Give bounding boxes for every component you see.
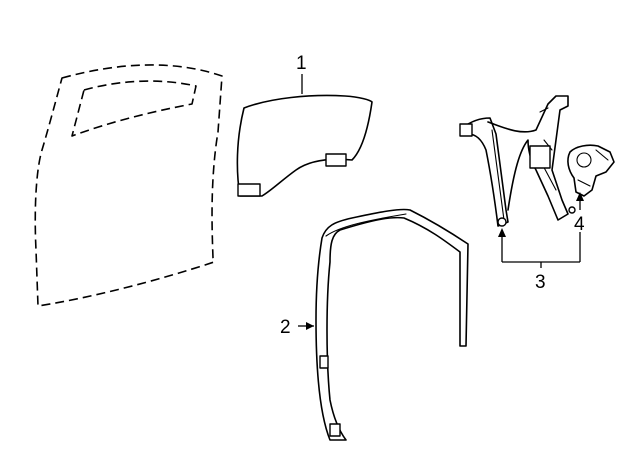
callout-4[interactable]: 4	[574, 214, 585, 235]
window-regulator-part[interactable]	[459, 95, 576, 227]
door-shell-outline	[34, 64, 223, 307]
callout-3-leaders	[498, 228, 581, 268]
window-motor-part[interactable]	[567, 144, 615, 197]
callout-1[interactable]: 1	[296, 53, 307, 74]
callout-2[interactable]: 2	[280, 317, 291, 338]
callout-4-leader	[576, 192, 584, 210]
callout-2-arrow	[306, 322, 314, 330]
door-glass-part[interactable]	[236, 94, 373, 197]
glass-run-channel-part[interactable]	[315, 208, 469, 441]
callout-3[interactable]: 3	[535, 272, 546, 293]
